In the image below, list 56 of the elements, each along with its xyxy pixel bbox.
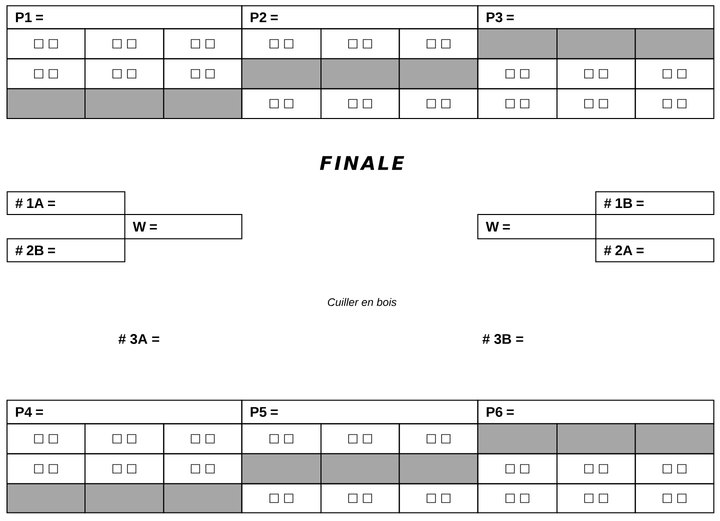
shaded-cell [241, 58, 322, 90]
checkbox-cell: □ □ [320, 88, 400, 119]
shaded-cell [320, 58, 400, 90]
checkbox-cell: □ □ [477, 88, 558, 119]
checkbox-cell: □ □ [320, 483, 400, 514]
checkbox-cell: □ □ [477, 58, 558, 90]
checkbox-cell: □ □ [634, 453, 714, 484]
shaded-cell [241, 453, 322, 484]
entry-box: # 2A = [595, 238, 714, 262]
checkbox-cell: □ □ [398, 88, 478, 119]
shaded-cell [398, 58, 478, 90]
shaded-cell [634, 28, 714, 60]
shaded-cell [398, 453, 478, 484]
shaded-cell [556, 423, 636, 454]
checkbox-cell: □ □ [634, 58, 714, 90]
checkbox-cell: □ □ [241, 88, 322, 119]
checkbox-cell: □ □ [477, 483, 558, 514]
header-cell: P4 = [6, 400, 242, 424]
checkbox-cell: □ □ [84, 28, 164, 60]
checkbox-cell: □ □ [398, 483, 478, 514]
shaded-cell [163, 88, 242, 119]
checkbox-cell: □ □ [556, 88, 636, 119]
checkbox-cell: □ □ [163, 423, 242, 454]
checkbox-cell: □ □ [84, 423, 164, 454]
entry-box: # 2B = [6, 238, 126, 262]
header-cell: P5 = [241, 400, 478, 424]
subtitle: Cuiller en bois [328, 298, 396, 306]
entry-box: W = [124, 214, 242, 240]
checkbox-cell: □ □ [556, 58, 636, 90]
entry-box: # 1B = [595, 191, 714, 215]
header-cell: P1 = [6, 5, 242, 30]
shaded-cell [163, 483, 242, 514]
checkbox-cell: □ □ [6, 28, 86, 60]
entry-box: # 1A = [6, 191, 126, 215]
title: FINALE [320, 156, 404, 170]
entry-box: W = [477, 214, 596, 240]
shaded-cell [477, 423, 558, 454]
shaded-cell [556, 28, 636, 60]
checkbox-cell: □ □ [634, 483, 714, 514]
checkbox-cell: □ □ [477, 453, 558, 484]
checkbox-cell: □ □ [556, 453, 636, 484]
checkbox-cell: □ □ [6, 423, 86, 454]
checkbox-cell: □ □ [163, 28, 242, 60]
shaded-cell [6, 483, 86, 514]
shaded-cell [84, 88, 164, 119]
shaded-cell [634, 423, 714, 454]
shaded-cell [320, 453, 400, 484]
checkbox-cell: □ □ [241, 483, 322, 514]
checkbox-cell: □ □ [634, 88, 714, 119]
shaded-cell [6, 88, 86, 119]
checkbox-cell: □ □ [556, 483, 636, 514]
shaded-cell [477, 28, 558, 60]
shaded-cell [84, 483, 164, 514]
entry-label: # 3A = [118, 334, 160, 344]
header-cell: P2 = [241, 5, 478, 30]
entry-label: # 3B = [482, 334, 524, 344]
